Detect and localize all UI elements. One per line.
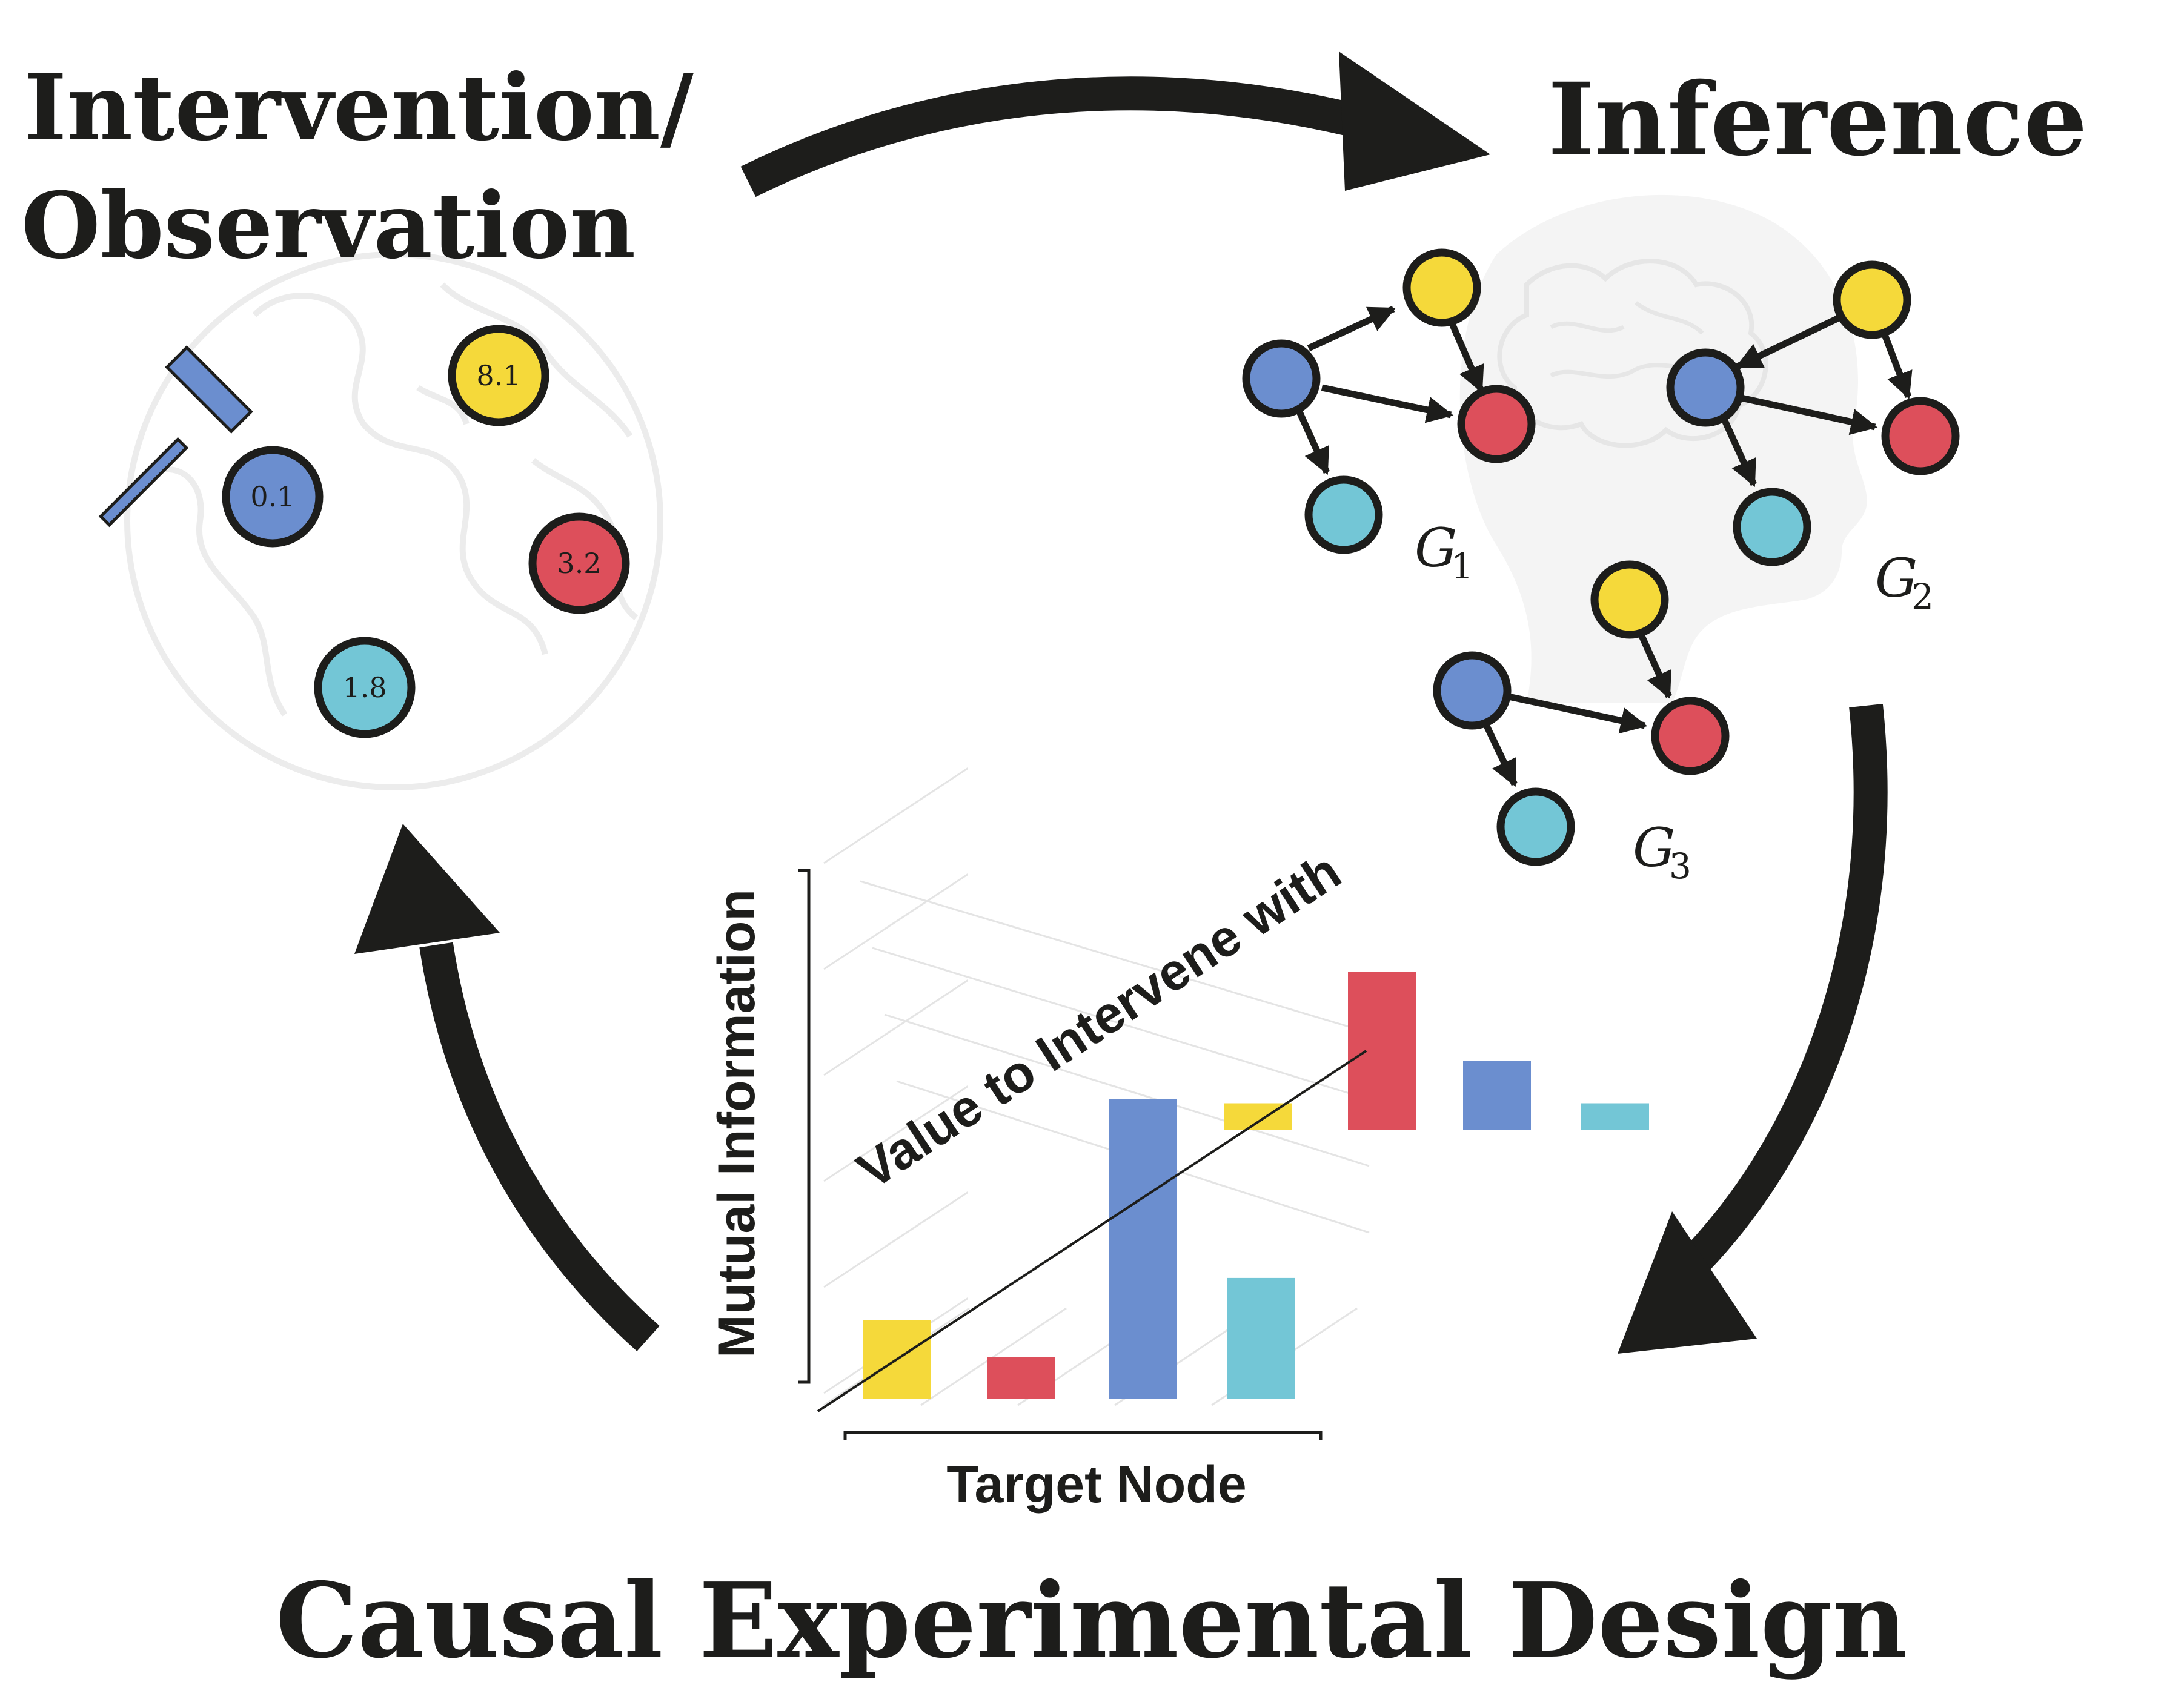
- grid-line: [884, 1013, 1370, 1167]
- y-axis-label: Mutual Information: [708, 889, 766, 1358]
- grid-line: [823, 873, 969, 970]
- bar-back-blue: [1463, 1061, 1531, 1130]
- bar-back-cyan: [1581, 1103, 1649, 1130]
- grid-line: [823, 767, 969, 864]
- title-observation: Observation: [21, 173, 636, 279]
- grid-line: [823, 979, 969, 1076]
- mutual-information-chart: Target Node Mutual Information Value to …: [708, 767, 1649, 1514]
- bar-front-blue: [1109, 1099, 1177, 1399]
- svg-text:8.1: 8.1: [476, 359, 520, 392]
- grid-line: [823, 1085, 969, 1182]
- observation-node-yellow: 8.1: [448, 325, 549, 426]
- title-causal-experimental-design: Causal Experimental Design: [276, 1560, 1907, 1681]
- grid-line: [823, 1191, 969, 1288]
- svg-text:1: 1: [1451, 546, 1473, 587]
- graph-g1: G 1: [1242, 248, 1536, 587]
- svg-text:3.2: 3.2: [557, 547, 601, 580]
- svg-text:3: 3: [1669, 846, 1691, 887]
- arrow-inference-to-design: [1618, 704, 1888, 1354]
- bar-front-cyan: [1227, 1277, 1295, 1399]
- x-axis: [843, 1431, 1323, 1440]
- arrow-design-to-observation: [354, 824, 660, 1351]
- bar-front-red: [987, 1357, 1055, 1399]
- y-axis: [798, 869, 811, 1384]
- depth-axis: [817, 1050, 1367, 1412]
- hammer-icon: [98, 345, 253, 528]
- chart-bars: [863, 972, 1649, 1399]
- svg-text:1.8: 1.8: [342, 671, 387, 704]
- observation-node-cyan: 1.8: [314, 637, 416, 738]
- graph-label-g3: G: [1633, 816, 1675, 879]
- title-intervention: Intervention/: [24, 55, 694, 161]
- observation-node-blue: 0.1: [222, 446, 324, 548]
- svg-text:2: 2: [1911, 576, 1934, 617]
- graph-label-g2: G: [1875, 547, 1917, 609]
- graph-label-g1: G: [1415, 517, 1457, 579]
- title-inference: Inference: [1548, 61, 2087, 178]
- observation-node-red: 3.2: [528, 512, 630, 614]
- graph-g2: G 2: [1666, 260, 1960, 617]
- arrow-observation-to-inference: [740, 51, 1490, 197]
- graph-g3: G 3: [1433, 560, 1730, 887]
- x-axis-label: Target Node: [946, 1455, 1246, 1514]
- grid-line: [860, 880, 1370, 1034]
- grid-line: [920, 1307, 1067, 1406]
- grid-line: [872, 947, 1370, 1101]
- svg-text:0.1: 0.1: [250, 480, 294, 513]
- bar-back-red: [1348, 972, 1416, 1130]
